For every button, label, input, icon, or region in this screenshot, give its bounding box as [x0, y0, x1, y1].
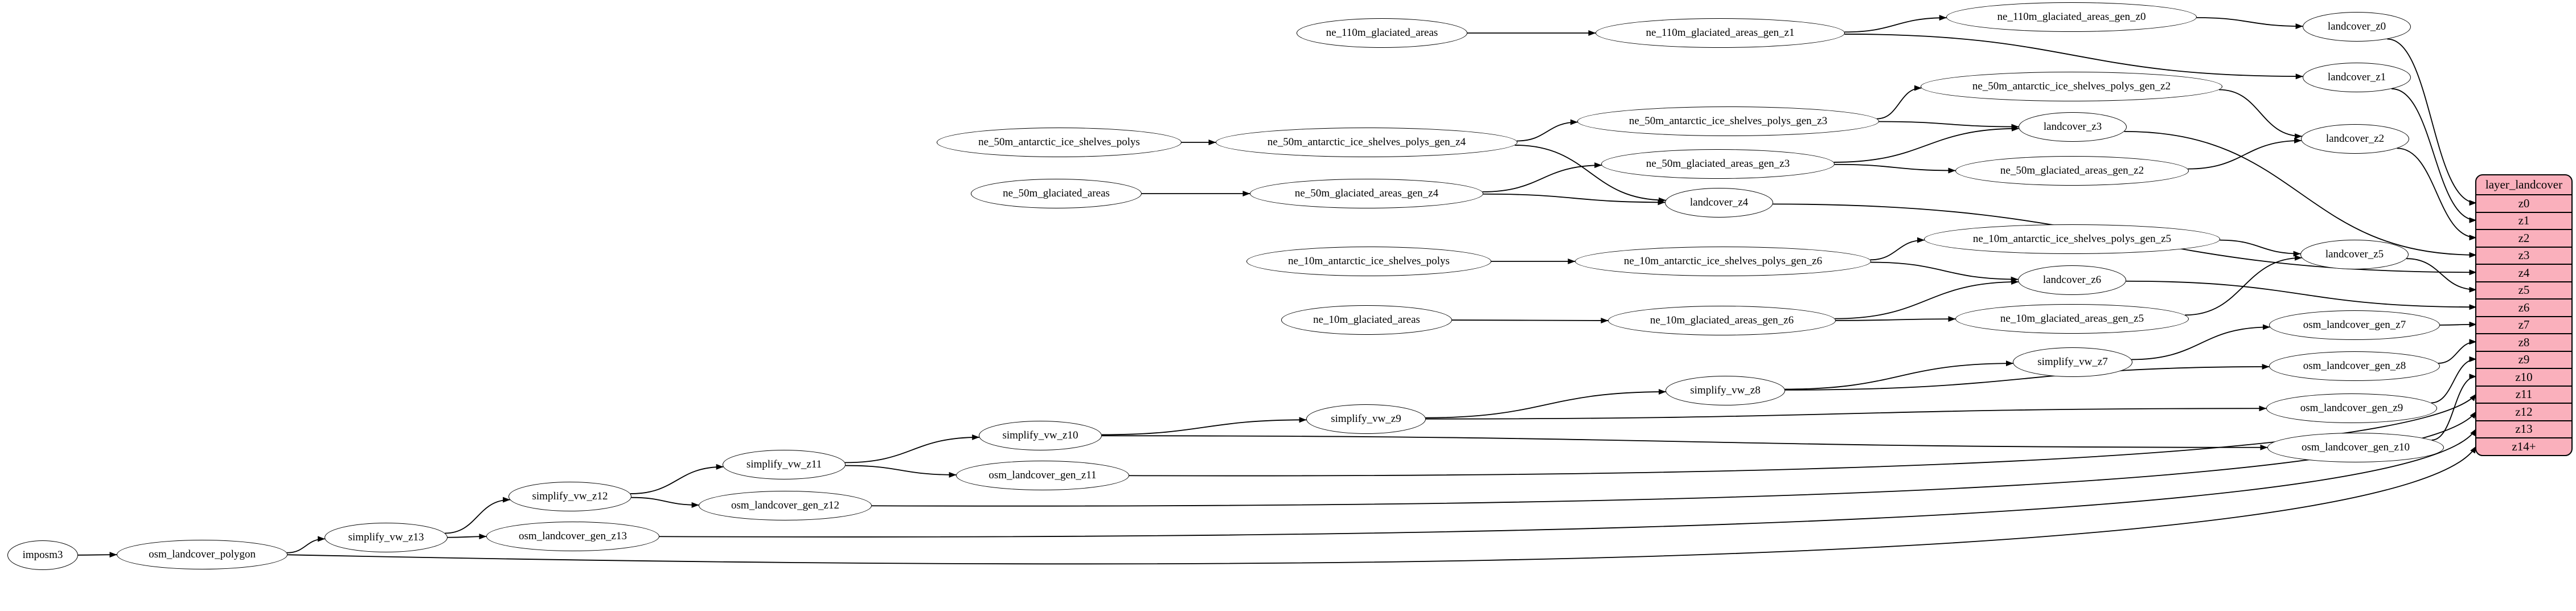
- node-landcover-z1: landcover_z1: [2303, 63, 2411, 92]
- node-simplify-vw-z7: simplify_vw_z7: [2013, 347, 2132, 377]
- table-row-z2: z2: [2476, 229, 2571, 247]
- table-row-z4: z4: [2476, 264, 2571, 281]
- node-landcover-z3: landcover_z3: [2019, 112, 2127, 142]
- table-row-z10: z10: [2476, 368, 2571, 386]
- node-simplify-vw-z8: simplify_vw_z8: [1666, 376, 1785, 405]
- node-landcover-z0: landcover_z0: [2303, 12, 2411, 42]
- table-row-z14plus: z14+: [2476, 437, 2571, 455]
- layer-landcover-table-title: layer_landcover: [2485, 178, 2563, 191]
- table-row-z6: z6: [2476, 298, 2571, 316]
- node-ne-50m-antarctic-ice-shelves-polys-gen-z4: ne_50m_antarctic_ice_shelves_polys_gen_z…: [1216, 128, 1517, 157]
- node-simplify-vw-z9: simplify_vw_z9: [1306, 404, 1426, 434]
- table-row-z5: z5: [2476, 281, 2571, 299]
- node-ne-10m-antarctic-ice-shelves-polys-gen-z5: ne_10m_antarctic_ice_shelves_polys_gen_z…: [1924, 224, 2220, 254]
- node-ne-10m-glaciated-areas-gen-z5: ne_10m_glaciated_areas_gen_z5: [1955, 304, 2189, 334]
- table-row-z1: z1: [2476, 211, 2571, 229]
- node-ne-50m-antarctic-ice-shelves-polys-gen-z2: ne_50m_antarctic_ice_shelves_polys_gen_z…: [1921, 72, 2222, 101]
- node-simplify-vw-z11: simplify_vw_z11: [723, 450, 846, 479]
- node-landcover-z6: landcover_z6: [2018, 265, 2126, 295]
- node-ne-10m-glaciated-areas: ne_10m_glaciated_areas: [1281, 305, 1452, 335]
- node-ne-50m-antarctic-ice-shelves-polys-gen-z3: ne_50m_antarctic_ice_shelves_polys_gen_z…: [1577, 106, 1879, 136]
- node-landcover-z5: landcover_z5: [2300, 240, 2409, 269]
- node-landcover-z4: landcover_z4: [1665, 188, 1773, 218]
- table-row-z0: z0: [2476, 194, 2571, 212]
- node-ne-50m-glaciated-areas-gen-z4: ne_50m_glaciated_areas_gen_z4: [1250, 179, 1483, 208]
- node-ne-10m-antarctic-ice-shelves-polys-gen-z6: ne_10m_antarctic_ice_shelves_polys_gen_z…: [1575, 247, 1871, 276]
- node-simplify-vw-z13: simplify_vw_z13: [325, 523, 448, 552]
- table-row-z9: z9: [2476, 350, 2571, 368]
- node-simplify-vw-z10: simplify_vw_z10: [979, 421, 1102, 450]
- node-ne-50m-antarctic-ice-shelves-polys: ne_50m_antarctic_ice_shelves_polys: [937, 128, 1182, 157]
- node-osm-landcover-gen-z10: osm_landcover_gen_z10: [2267, 433, 2444, 462]
- table-row-z13: z13: [2476, 420, 2571, 438]
- table-row-z7: z7: [2476, 315, 2571, 334]
- node-simplify-vw-z12: simplify_vw_z12: [508, 482, 631, 511]
- node-ne-110m-glaciated-areas-gen-z0: ne_110m_glaciated_areas_gen_z0: [1946, 2, 2197, 32]
- node-osm-landcover-gen-z9: osm_landcover_gen_z9: [2266, 393, 2437, 423]
- node-landcover-z2: landcover_z2: [2301, 124, 2409, 154]
- node-osm-landcover-gen-z11: osm_landcover_gen_z11: [956, 461, 1129, 490]
- node-osm-landcover-gen-z7: osm_landcover_gen_z7: [2269, 310, 2440, 340]
- node-osm-landcover-gen-z8: osm_landcover_gen_z8: [2269, 351, 2440, 381]
- table-row-z3: z3: [2476, 246, 2571, 264]
- node-ne-50m-glaciated-areas: ne_50m_glaciated_areas: [971, 179, 1142, 208]
- node-osm-landcover-gen-z12: osm_landcover_gen_z12: [699, 491, 872, 520]
- layer-landcover-table: layer_landcover z0 z1 z2 z3 z4 z5 z6 z7 …: [2475, 174, 2573, 456]
- node-ne-10m-antarctic-ice-shelves-polys: ne_10m_antarctic_ice_shelves_polys: [1246, 247, 1491, 276]
- table-row-z12: z12: [2476, 403, 2571, 420]
- table-row-z11: z11: [2476, 385, 2571, 403]
- node-osm-landcover-gen-z13: osm_landcover_gen_z13: [486, 522, 659, 551]
- node-osm-landcover-polygon: osm_landcover_polygon: [117, 540, 288, 569]
- table-row-z8: z8: [2476, 333, 2571, 351]
- node-ne-50m-glaciated-areas-gen-z2: ne_50m_glaciated_areas_gen_z2: [1955, 156, 2189, 186]
- node-imposm3: imposm3: [7, 540, 78, 570]
- node-ne-10m-glaciated-areas-gen-z6: ne_10m_glaciated_areas_gen_z6: [1608, 306, 1836, 335]
- node-ne-50m-glaciated-areas-gen-z3: ne_50m_glaciated_areas_gen_z3: [1601, 149, 1835, 179]
- node-ne-110m-glaciated-areas-gen-z1: ne_110m_glaciated_areas_gen_z1: [1595, 18, 1845, 48]
- node-ne-110m-glaciated-areas: ne_110m_glaciated_areas: [1297, 18, 1467, 48]
